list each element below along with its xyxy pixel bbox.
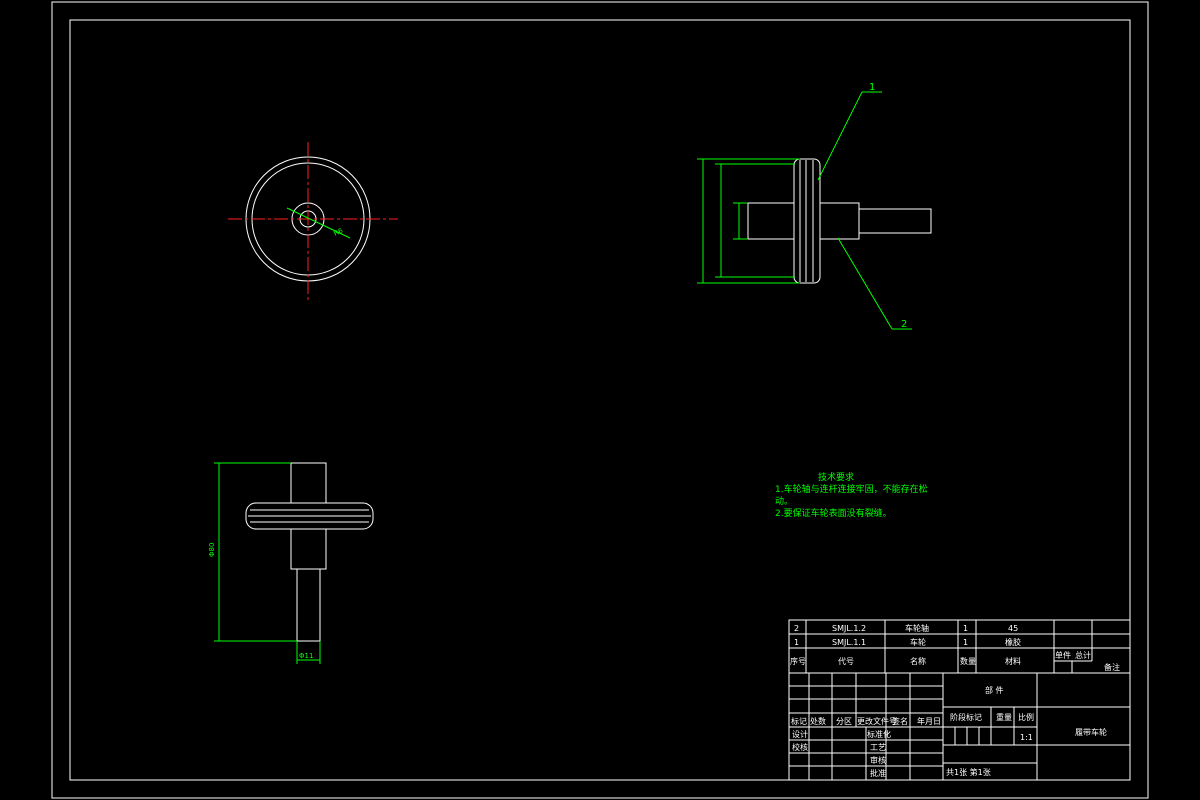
title-block-title_block-roles-audit: 审核	[870, 755, 886, 765]
title-block-title_block-roles-check: 校核	[792, 742, 808, 752]
tech-title: 技术要求	[818, 471, 854, 483]
title-block-title_block-parts-0-code: SMJL.1.2	[832, 624, 866, 633]
hub-right	[819, 202, 860, 240]
title-block-title_block-parts-1-no: 1	[794, 638, 799, 647]
title-block-title_block-rev-mark: 标记	[791, 716, 807, 726]
title-block-title_block-header-name: 名称	[910, 656, 926, 666]
title-block-title_block-roles-design: 设计	[792, 729, 808, 739]
hub-left	[747, 202, 795, 240]
dim-height-label: Φ80	[208, 543, 216, 557]
title-block-title_block-header-material: 材料	[1005, 656, 1021, 666]
lower-hub	[290, 528, 327, 570]
dim-width-label: Φ11	[299, 652, 313, 660]
leader-2	[837, 237, 893, 330]
title-block-title_block-stage-mark: 阶段标记	[950, 712, 982, 722]
radius-label: R6	[332, 226, 344, 237]
title-block-title_block-rev-sign: 签名	[892, 716, 908, 726]
tech-requirements: 技术要求 1.车轮轴与连杆连接牢固，不能存在松 动。 2.要保证车轮表面没有裂缝…	[775, 471, 928, 519]
title-block-text: 2 SMJL.1.2 车轮轴 1 45 1 SMJL.1.1 车轮 1 橡胶 序…	[790, 623, 1120, 778]
title-block-title_block-header-code: 代号	[838, 656, 854, 666]
tech-line-2: 2.要保证车轮表面没有裂缝。	[775, 507, 892, 519]
side-view: 1 2	[697, 82, 932, 330]
front-view: R6	[228, 142, 398, 302]
title-block-title_block-header-no: 序号	[790, 656, 806, 666]
title-block-title_block-header-total_weight: 总计	[1075, 650, 1091, 660]
title-block-title_block-rev-zone: 分区	[836, 717, 852, 726]
title-block-title_block-stage-scale_value: 1:1	[1020, 733, 1033, 742]
radius-leader	[286, 207, 351, 239]
title-block-title_block-rev-date: 年月日	[917, 716, 941, 726]
outer-border	[51, 1, 1149, 799]
upper-hub	[290, 462, 327, 504]
title-block-title_block-roles-process: 工艺	[870, 743, 886, 752]
title-block-title_block-sheet: 共1张 第1张	[946, 767, 991, 777]
title-block-title_block-roles-approve: 批准	[870, 768, 886, 778]
title-block-title_block-parts-1-code: SMJL.1.1	[832, 638, 866, 647]
title-block-title_block-header-remark: 备注	[1104, 662, 1120, 672]
title-block-title_block-parts-0-qty: 1	[963, 624, 968, 633]
title-block-title_block-parts-1-material: 橡胶	[1005, 637, 1021, 647]
title-block	[788, 619, 1131, 781]
tech-line-1-cont: 动。	[775, 496, 793, 507]
title-block-title_block-rev-doc: 更改文件号	[857, 716, 897, 726]
axle-shaft	[858, 208, 932, 234]
tech-line-1: 1.车轮轴与连杆连接牢固，不能存在松	[775, 483, 928, 495]
title-block-title_block-rev-count: 处数	[810, 716, 826, 726]
title-block-title_block-parts-0-no: 2	[794, 624, 799, 633]
title-block-title_block-material_cell: 部 件	[985, 685, 1004, 695]
title-block-title_block-parts-1-qty: 1	[963, 638, 968, 647]
title-block-title_block-roles-standard: 标准化	[867, 729, 891, 739]
top-view: Φ80 Φ11	[208, 462, 374, 664]
title-block-title_block-header-qty: 数量	[960, 656, 976, 666]
shaft	[296, 568, 321, 642]
title-block-title_block-parts-1-name: 车轮	[910, 637, 926, 647]
title-block-title_block-header-unit_weight: 单件	[1055, 650, 1071, 660]
inner-border	[69, 19, 1131, 781]
leader-2-label: 2	[901, 319, 907, 330]
leader-1-label: 1	[869, 82, 875, 93]
wheel-rim	[793, 158, 821, 284]
title-block-title_block-stage-scale: 比例	[1018, 712, 1034, 722]
leader-1	[817, 91, 863, 181]
title-block-title_block-parts-0-name: 车轮轴	[905, 623, 929, 633]
title-block-title_block-stage-weight: 重量	[996, 712, 1012, 722]
title-block-title_block-parts-0-material: 45	[1008, 624, 1018, 633]
title-block-title_block-part_title: 履带车轮	[1075, 727, 1107, 737]
